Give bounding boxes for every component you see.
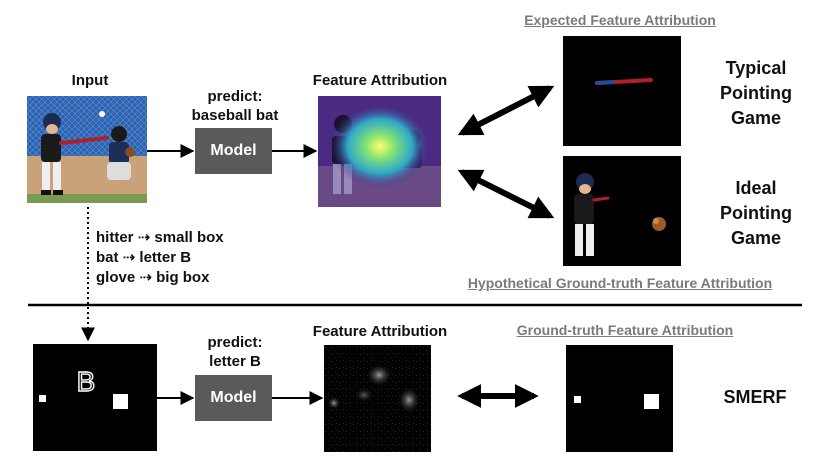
mapping-item: hitter ⇢ small box xyxy=(96,229,224,246)
double-arrow-typical xyxy=(457,85,555,136)
ideal-pointing-game-label: Ideal Pointing Game xyxy=(700,176,812,251)
bottom-feature-attribution-label: Feature Attribution xyxy=(312,323,448,340)
ground-truth-feature-attribution-label: Ground-truth Feature Attribution xyxy=(516,322,734,338)
ideal-attribution-hitter-glove xyxy=(563,156,681,266)
typical-pointing-game-label: Typical Pointing Game xyxy=(700,56,812,131)
gt-small-box xyxy=(574,396,581,403)
big-box xyxy=(113,394,128,409)
ground-truth-attribution-map xyxy=(566,345,673,452)
double-arrow-ideal xyxy=(457,169,555,219)
ideal-line-3: Game xyxy=(730,228,782,248)
bottom-model-box: Model xyxy=(195,375,272,421)
input-image-baseball xyxy=(27,96,147,203)
typical-line-3: Game xyxy=(730,108,782,128)
expected-attribution-bat xyxy=(563,36,681,146)
top-predict-label: predict: xyxy=(207,88,263,105)
typical-line-2: Pointing xyxy=(720,83,792,103)
mapping-item: glove ⇢ big box xyxy=(96,269,210,286)
expected-feature-attribution-label: Expected Feature Attribution xyxy=(524,12,716,28)
hypothetical-ground-truth-label: Hypothetical Ground-truth Feature Attrib… xyxy=(467,275,773,291)
bottom-predict-label: predict: xyxy=(207,334,263,351)
top-model-box: Model xyxy=(195,128,272,174)
smerf-attribution-map xyxy=(324,345,431,452)
top-feature-attribution-label: Feature Attribution xyxy=(312,72,448,89)
ideal-line-2: Pointing xyxy=(720,203,792,223)
small-box xyxy=(39,395,46,402)
smerf-label: SMERF xyxy=(723,387,787,407)
gt-big-box xyxy=(644,394,659,409)
top-attribution-heatmap xyxy=(318,96,441,207)
mapping-list: hitter ⇢ small box bat ⇢ letter B glove … xyxy=(96,228,266,288)
typical-line-1: Typical xyxy=(725,58,787,78)
smerf-input-image: B xyxy=(33,344,157,451)
bottom-predict-value: letter B xyxy=(209,353,261,370)
letter-b: B xyxy=(76,365,96,397)
mapping-item: bat ⇢ letter B xyxy=(96,249,192,266)
ideal-line-1: Ideal xyxy=(735,178,777,198)
top-predict-value: baseball bat xyxy=(191,107,279,124)
input-label: Input xyxy=(71,72,109,89)
